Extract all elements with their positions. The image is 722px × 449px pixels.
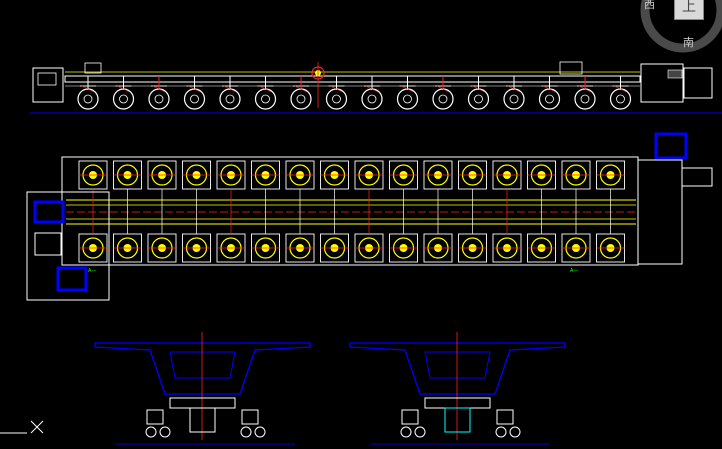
viewcube-west-label[interactable]: 西 [644,0,655,11]
plan-section-label: A— [88,268,96,274]
side-hydraulic [365,85,379,93]
side-hydraulic [507,85,521,93]
section-bogie [496,409,514,425]
side-view [32,61,713,110]
section-deck-support [169,397,236,409]
side-wheel [112,88,135,110]
side-hydraulic [614,85,627,93]
side-wheel [254,88,277,110]
plan-cab-right [637,159,683,265]
section-bogie [401,409,419,425]
side-wheel [432,88,454,110]
plan-section-label: A— [570,268,578,274]
side-wheel-hub [154,94,164,104]
side-wheel [77,88,99,110]
side-wheel-hub [332,94,341,104]
side-wheel-set [77,76,632,110]
blue-box-detail [654,132,688,160]
side-hydraulic [330,85,343,93]
section-wheel [495,426,507,438]
blue-box-detail [33,200,65,224]
side-equipment-box [84,62,102,74]
side-hydraulic [578,85,592,93]
section-wheel [254,426,266,438]
side-wheel [183,88,206,110]
section-wheel [400,426,412,438]
side-wheel [538,88,561,110]
plan-axle-set [78,160,625,263]
viewcube-top-face[interactable]: 上 [674,0,704,20]
side-hydraulic [294,85,308,93]
side-wheel [503,88,525,110]
box-girder-section [349,342,566,395]
side-wheel-hub [403,94,412,104]
side-wheel-hub [616,94,625,104]
side-wheel-hub [367,94,377,104]
cross-section-views [94,332,566,445]
side-wheel [148,88,170,110]
right-cab-window [667,69,683,79]
side-hydraulic [401,85,414,93]
viewcube-south-label[interactable]: 南 [683,36,694,49]
section-deck-support [424,397,491,409]
section-bogie [241,409,259,425]
side-wheel [609,88,632,110]
side-wheel [467,88,490,110]
section-wheel [414,426,426,438]
side-wheel-hub [83,94,93,104]
side-equipment-box [559,61,583,75]
left-cab [32,67,64,103]
section-center-block [444,407,471,433]
side-wheel-hub [438,94,448,104]
side-hydraulic [223,85,237,93]
side-wheel-hub [190,94,199,104]
side-wheel-hub [474,94,483,104]
viewcube-ring[interactable] [638,0,722,60]
side-hydraulic [152,85,166,93]
side-wheel-hub [119,94,128,104]
plan-detail-frame [26,191,110,301]
side-wheel-hub [509,94,519,104]
section-wheel [145,426,157,438]
side-wheel-hub [580,94,590,104]
box-girder-void [169,351,236,379]
section-center-block [189,407,216,433]
section-bogie [146,409,164,425]
plan-cab-nose [681,167,713,187]
blue-box-detail [56,266,88,292]
ucs-axis-icon [0,420,44,434]
side-hydraulic [117,85,130,93]
cross-section [349,332,566,445]
box-girder-void [424,351,491,379]
side-hydraulic [259,85,272,93]
side-wheel [361,88,383,110]
cross-section [94,332,311,445]
side-hydraulic [188,85,201,93]
section-wheel [159,426,171,438]
section-wheel [240,426,252,438]
side-wheel-hub [225,94,235,104]
side-wheel [325,88,348,110]
right-cab-front [683,67,713,99]
left-cab-window [37,72,57,86]
section-wheel [509,426,521,438]
side-deck [64,75,641,83]
side-hydraulic [81,85,95,93]
plan-view: A— A— [26,132,713,301]
side-wheel-hub [296,94,306,104]
box-girder-section [94,342,311,395]
side-wheel [219,88,241,110]
right-cab [640,63,684,103]
side-wheel [574,88,596,110]
white-box-detail [34,232,62,256]
side-hydraulic [543,85,556,93]
side-hydraulic [472,85,485,93]
side-hydraulic [436,85,450,93]
side-wheel-hub [261,94,270,104]
side-wheel [396,88,419,110]
side-wheel-hub [545,94,554,104]
side-wheel [290,88,312,110]
